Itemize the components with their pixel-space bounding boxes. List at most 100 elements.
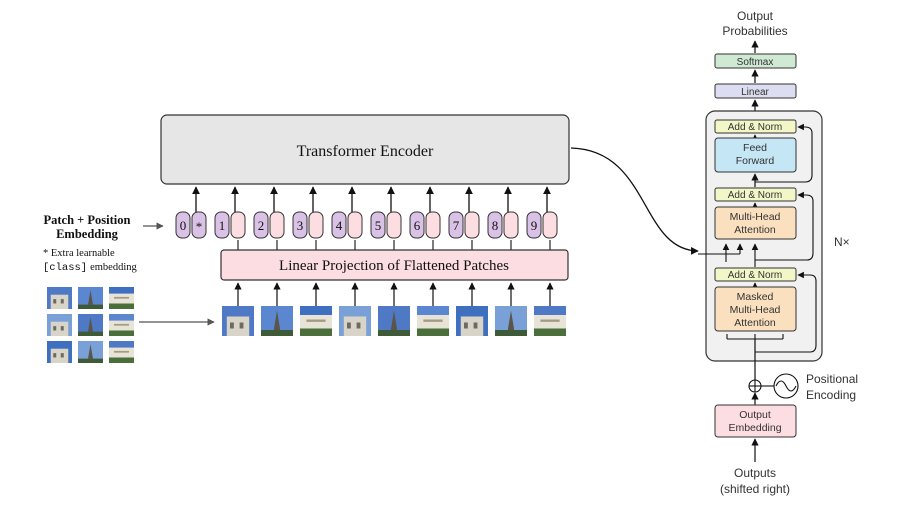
- patch-embedding-pill: [503, 211, 519, 239]
- flattened-patch-row: [222, 306, 566, 336]
- positional-encoding-line1: Positional: [806, 372, 858, 386]
- linear-projection-box: Linear Projection of Flattened Patches: [220, 249, 569, 281]
- output-embedding-line1: Output: [739, 409, 771, 421]
- token-pair-7: 7: [448, 211, 480, 239]
- feed-forward-box: Feed Forward: [714, 137, 797, 173]
- patch-embedding-pill: [347, 211, 363, 239]
- residual-bottom: [755, 271, 817, 353]
- position-embedding-pill: [370, 211, 386, 239]
- output-probabilities-line2: Probabilities: [722, 24, 787, 38]
- masked-line1: Masked: [737, 291, 774, 303]
- encoder-to-decoder-curve: [570, 147, 699, 255]
- add-norm-label-top: Add & Norm: [728, 122, 782, 133]
- softmax-label: Softmax: [737, 57, 774, 68]
- flattened-patch-7: [456, 306, 488, 336]
- grid-patch-8: [78, 341, 103, 363]
- flattened-patch-5: [378, 306, 410, 336]
- masked-attention-box: Masked Multi-Head Attention: [714, 286, 797, 332]
- patch-embedding-pill: [386, 211, 402, 239]
- linear-box: Linear: [714, 83, 797, 99]
- patch-embedding-pill: [464, 211, 480, 239]
- grid-patch-9: [109, 341, 134, 363]
- add-norm-label-middle: Add & Norm: [728, 190, 782, 201]
- token-pair-0: 0*: [175, 211, 207, 239]
- flattened-patch-1: [222, 306, 254, 336]
- feed-forward-line2: Forward: [736, 155, 775, 167]
- output-probabilities-line1: Output: [737, 9, 774, 23]
- position-embedding-pill: [526, 211, 542, 239]
- flattened-patch-8: [495, 306, 527, 336]
- embedding-title-line1: Patch + Position: [44, 213, 131, 227]
- position-embedding-pill: [409, 211, 425, 239]
- repeat-label: N×: [834, 235, 850, 249]
- flattened-patch-2: [261, 306, 293, 336]
- outputs-line2: (shifted right): [720, 482, 790, 496]
- position-embedding-pill: [487, 211, 503, 239]
- token-position-label: 9: [531, 218, 538, 233]
- output-embedding-box: Output Embedding: [714, 404, 797, 438]
- class-note-line1: * Extra learnable: [43, 248, 115, 259]
- class-marker: *: [196, 219, 203, 234]
- patch-embedding-pill: [308, 211, 324, 239]
- token-position-label: 3: [297, 218, 304, 233]
- transformer-encoder-label: Transformer Encoder: [297, 143, 434, 160]
- token-pair-9: 9: [526, 211, 558, 239]
- token-pair-8: 8: [487, 211, 519, 239]
- token-pair-6: 6: [409, 211, 441, 239]
- patch-embedding-pill: [425, 211, 441, 239]
- flattened-patch-4: [339, 306, 371, 336]
- token-pair-5: 5: [370, 211, 402, 239]
- token-position-label: 7: [453, 218, 460, 233]
- token-pair-2: 2: [253, 211, 285, 239]
- embedding-title-line2: Embedding: [56, 227, 119, 241]
- output-embedding-line2: Embedding: [728, 422, 781, 434]
- class-token-pill: [191, 211, 207, 239]
- grid-patch-1: [47, 287, 72, 309]
- token-position-label: 8: [492, 218, 499, 233]
- grid-patch-5: [78, 314, 103, 336]
- mha-line2: Attention: [734, 224, 776, 236]
- outputs-line1: Outputs: [734, 466, 776, 480]
- grid-patch-7: [47, 341, 72, 363]
- grid-patch-2: [78, 287, 103, 309]
- token-pair-1: 1: [214, 211, 246, 239]
- position-embedding-pill: [214, 211, 230, 239]
- token-position-label: 5: [375, 218, 382, 233]
- patch-projection-arrows: [234, 282, 554, 306]
- linear-label: Linear: [741, 87, 769, 98]
- masked-line2: Multi-Head: [730, 304, 781, 316]
- patch-embedding-pill: [542, 211, 558, 239]
- multi-head-attention-box: Multi-Head Attention: [714, 206, 797, 240]
- positional-encoding-line2: Encoding: [806, 388, 856, 402]
- patch-embedding-pill: [269, 211, 285, 239]
- grid-patch-6: [109, 314, 134, 336]
- token-position-label: 0: [180, 218, 187, 233]
- patch-embedding-pill: [230, 211, 246, 239]
- transformer-encoder-box: Transformer Encoder: [160, 114, 570, 185]
- position-embedding-pill: [175, 211, 191, 239]
- grid-patch-3: [109, 287, 134, 309]
- feed-forward-line1: Feed: [743, 142, 767, 154]
- token-position-label: 1: [219, 218, 226, 233]
- token-position-label: 2: [258, 218, 265, 233]
- add-symbol: [748, 379, 762, 393]
- encoder-input-arrows: [192, 186, 551, 250]
- softmax-box: Softmax: [714, 53, 797, 69]
- add-norm-box-bottom: Add & Norm: [714, 267, 797, 282]
- grid-patch-4: [47, 314, 72, 336]
- class-note-line2: [class]embedding: [43, 262, 138, 274]
- token-position-label: 4: [336, 218, 343, 233]
- mha-line1: Multi-Head: [730, 211, 781, 223]
- position-embedding-pill: [448, 211, 464, 239]
- token-pair-3: 3: [292, 211, 324, 239]
- residual-middle: [755, 191, 814, 261]
- flattened-patch-3: [300, 306, 332, 336]
- residual-top: [755, 123, 813, 183]
- masked-input-fan: [726, 334, 784, 340]
- positional-encoding-icon: [773, 373, 799, 399]
- linear-projection-label: Linear Projection of Flattened Patches: [279, 258, 509, 274]
- add-norm-box-top: Add & Norm: [714, 119, 797, 134]
- position-embedding-pill: [331, 211, 347, 239]
